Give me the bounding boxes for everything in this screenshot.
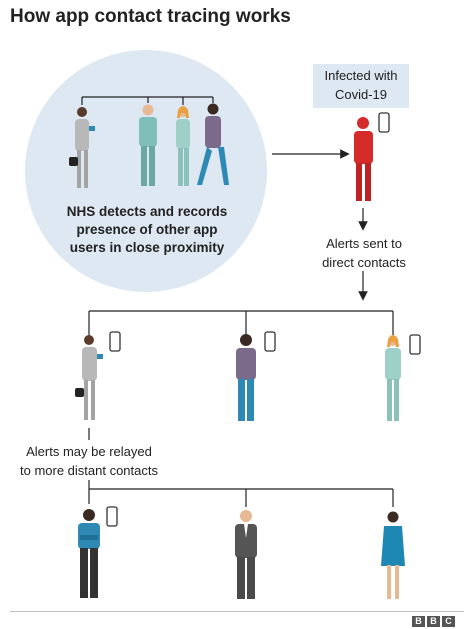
bbc-logo-letter: C	[442, 616, 455, 627]
distant-contacts-connector	[88, 480, 394, 507]
person-icon	[381, 511, 405, 599]
bbc-logo: B B C	[412, 616, 455, 627]
person-icon	[75, 335, 103, 420]
proximity-connector	[81, 96, 214, 105]
person-icon	[69, 107, 95, 188]
person-icon	[197, 103, 229, 185]
bbc-logo-letter: B	[427, 616, 440, 627]
phone-icon	[378, 112, 390, 133]
phone-icon	[109, 331, 121, 352]
phone-icon	[409, 334, 421, 355]
page-title: How app contact tracing works	[10, 6, 291, 27]
footer-divider	[10, 611, 464, 612]
person-icon	[78, 509, 100, 598]
person-icon	[236, 334, 256, 421]
bbc-logo-letter: B	[412, 616, 425, 627]
person-icon	[176, 106, 190, 186]
person-icon	[139, 104, 157, 186]
person-icon	[235, 510, 257, 599]
proximity-description: NHS detects and records presence of othe…	[66, 204, 228, 255]
phone-icon	[106, 506, 118, 527]
phone-icon	[264, 331, 276, 352]
infected-person-icon	[354, 117, 373, 201]
person-icon	[385, 335, 401, 421]
direct-contacts-connector	[88, 310, 394, 440]
